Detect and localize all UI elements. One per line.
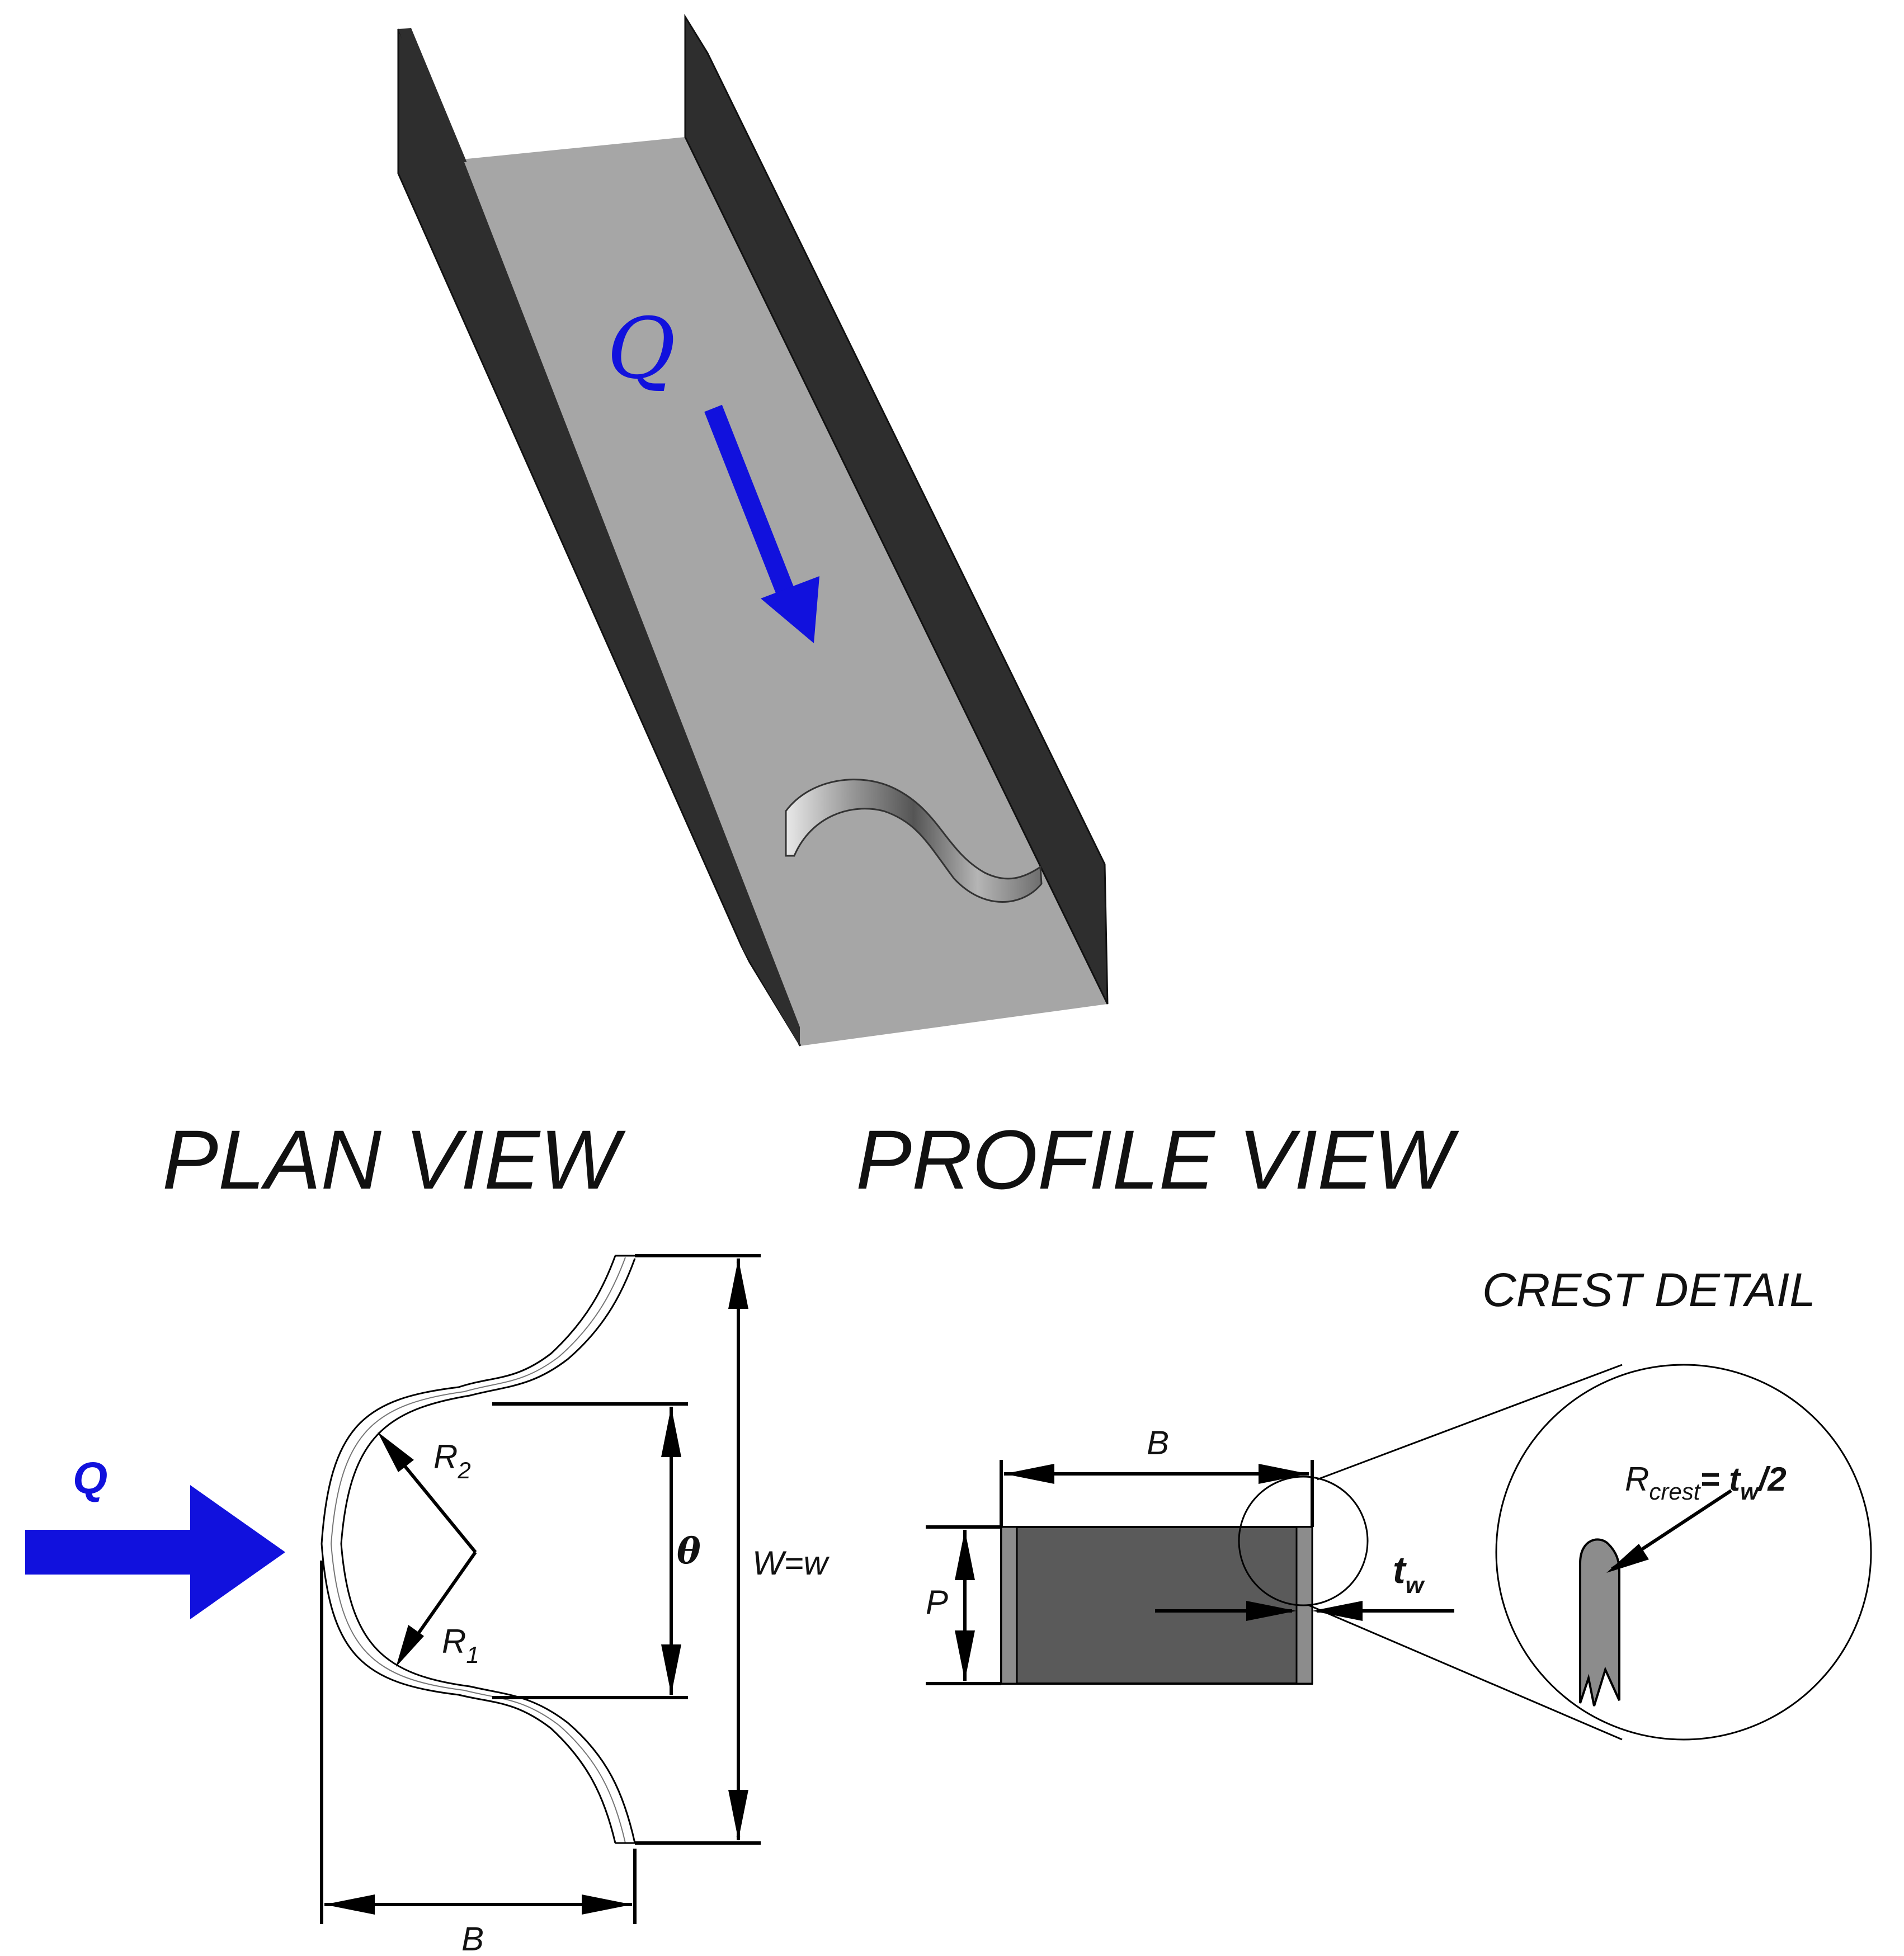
profile-weir-edge-left <box>1000 1526 1018 1685</box>
crest-radius-label: Rcrest= tw/2 <box>1625 1460 1787 1505</box>
plan-flow-label: Q <box>73 1453 107 1503</box>
crest-detail-circle <box>1495 1364 1872 1741</box>
crest-callout-circle <box>1238 1476 1369 1606</box>
isometric-flow-label: Q <box>607 300 676 398</box>
channel-right-wall <box>684 13 1109 1005</box>
weir-outer-line <box>321 1255 616 1844</box>
radius-r1-label: R1 <box>442 1623 479 1668</box>
isometric-flow-arrow-head <box>761 576 819 643</box>
crest-detail: Rcrest= tw/2 <box>1495 1364 1872 1741</box>
dim-width-label: W=w <box>752 1544 830 1582</box>
profile-view: B P tw <box>926 1364 1623 1741</box>
plan-view-title: PLAN VIEW <box>162 1113 626 1206</box>
radius-r2-label: R2 <box>433 1438 471 1483</box>
channel-left-wall-side <box>398 28 800 1046</box>
weir-mid-line <box>330 1257 626 1844</box>
crest-detail-title: CREST DETAIL <box>1482 1264 1816 1316</box>
profile-thickness-label: tw <box>1393 1549 1425 1598</box>
dim-length-label: B <box>461 1920 484 1956</box>
weir-inner-line <box>340 1258 636 1844</box>
crest-profile-shape <box>1579 1538 1620 1707</box>
isometric-flow-arrow-shaft <box>704 404 795 597</box>
plan-flow-arrow <box>25 1485 285 1619</box>
labyrinth-weir-3d <box>785 779 1043 903</box>
profile-dim-height-label: P <box>926 1583 948 1621</box>
profile-dim-length-label: B <box>1147 1424 1169 1462</box>
dim-theta-label: θ <box>677 1530 701 1572</box>
isometric-channel: Q <box>397 13 1109 1047</box>
profile-view-title: PROFILE VIEW <box>856 1113 1459 1206</box>
plan-view: Q W=w θ B R2 <box>25 1254 830 1956</box>
